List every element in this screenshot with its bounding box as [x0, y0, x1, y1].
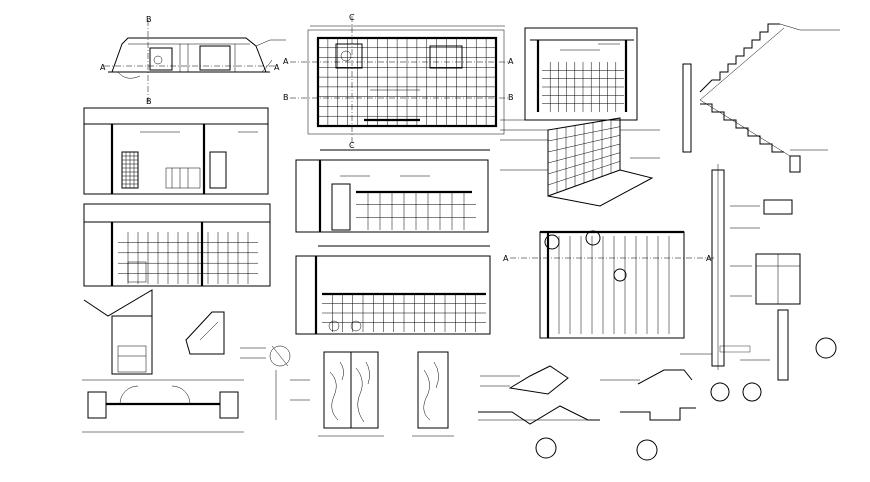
section-mark-b-bottom: B: [146, 97, 152, 106]
section-mark-a-right-plan: A: [508, 57, 514, 66]
interior-elevation-left-2: [83, 203, 271, 287]
section-mark-a-left-plan2: A: [503, 254, 509, 263]
section-mark-a-left: A: [100, 63, 106, 72]
wooden-doors-elevation: [318, 351, 454, 437]
section-mark-a-right: A: [274, 63, 280, 72]
section-mark-a-left-plan: A: [283, 57, 289, 66]
wall-elevation-top-right: [524, 27, 638, 121]
section-mark-b-left-plan: B: [283, 93, 289, 102]
center-elevation-1: [295, 149, 490, 233]
floor-plan-top-center: C C A B A B: [283, 13, 514, 150]
section-mark-a-right-plan2: A: [706, 254, 712, 263]
section-mark-b-top: B: [146, 15, 152, 24]
staircase-section-right: [682, 23, 840, 173]
wall-column-section: [711, 164, 801, 381]
front-elevation-top-left: B B A A: [100, 15, 286, 106]
section-mark-b-right-plan: B: [508, 93, 514, 102]
isometric-corner-detail: [500, 117, 660, 207]
floor-plan-right: A A: [503, 230, 715, 339]
center-elevation-2: [295, 245, 491, 335]
interior-elevation-left-1: [83, 107, 269, 195]
section-mark-c-top: C: [349, 13, 355, 22]
canopy-elevation-bottom-left: [83, 289, 291, 375]
section-mark-c-bottom: C: [349, 141, 355, 150]
door-plan-strip: [82, 370, 310, 433]
step-details-bottom-center: [478, 337, 837, 461]
